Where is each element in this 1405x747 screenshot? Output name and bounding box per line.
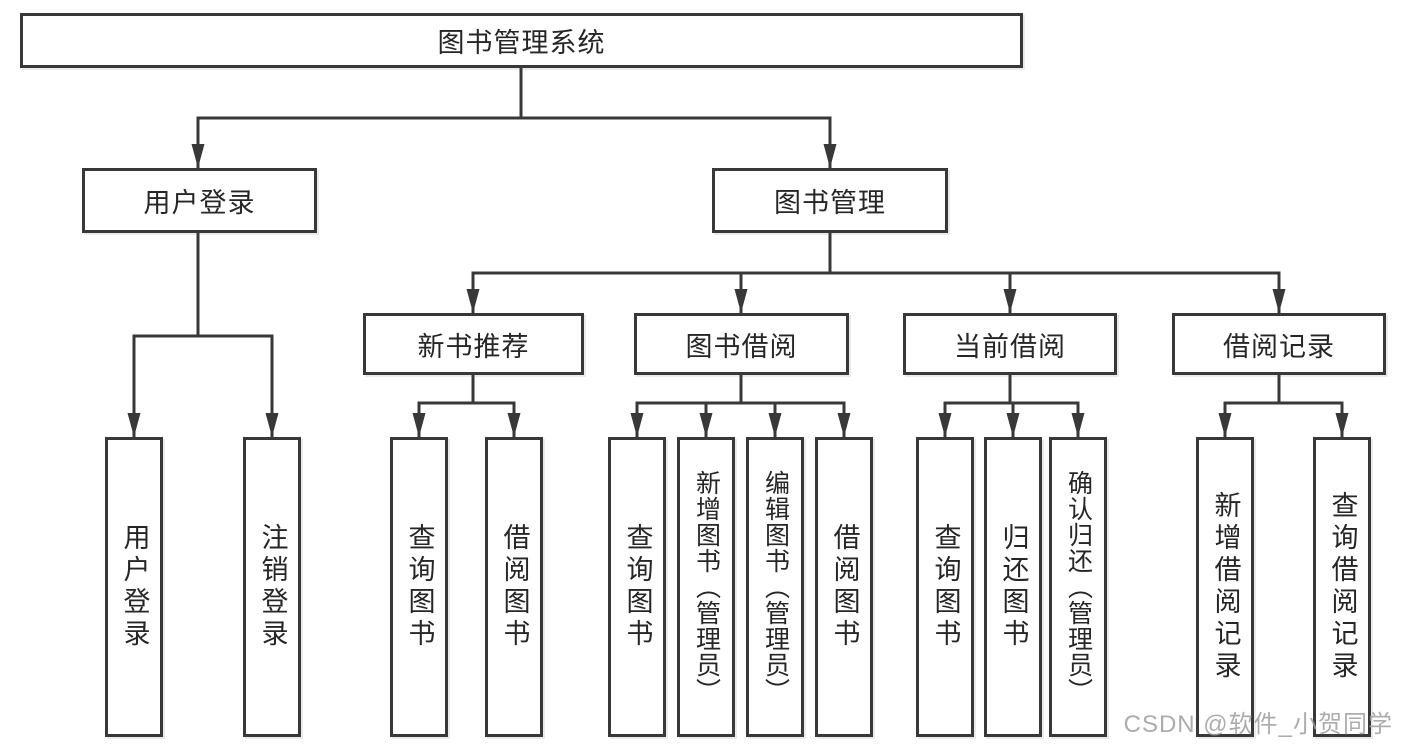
leaf-add-borrow-record: 新增借阅记录 xyxy=(1196,437,1254,737)
node-new-book-recommend: 新书推荐 xyxy=(363,313,584,375)
leaf-borrow-book-1-label: 借阅图书 xyxy=(499,523,530,651)
node-current-borrow-label: 当前借阅 xyxy=(954,331,1066,362)
leaf-query-borrow-record: 查询借阅记录 xyxy=(1313,437,1371,737)
leaf-confirm-return-admin: 确认归还（管理员） xyxy=(1049,437,1107,737)
leaf-confirm-return-admin-label: 确认归还（管理员） xyxy=(1064,470,1093,704)
leaf-query-book-1: 查询图书 xyxy=(390,437,448,737)
leaf-user-login: 用户登录 xyxy=(105,437,163,737)
leaf-add-book-admin: 新增图书（管理员） xyxy=(677,437,735,737)
leaf-query-book-1-label: 查询图书 xyxy=(404,523,435,651)
node-current-borrow: 当前借阅 xyxy=(903,313,1117,375)
node-user-login-label: 用户登录 xyxy=(143,188,256,218)
leaf-edit-book-admin-label: 编辑图书（管理员） xyxy=(761,470,790,704)
leaf-query-book-2-label: 查询图书 xyxy=(622,523,653,651)
leaf-add-book-admin-label: 新增图书（管理员） xyxy=(692,470,721,704)
leaf-edit-book-admin: 编辑图书（管理员） xyxy=(746,437,804,737)
leaf-add-borrow-record-label: 新增借阅记录 xyxy=(1210,491,1241,683)
leaf-query-book-3-label: 查询图书 xyxy=(930,523,961,651)
node-user-login: 用户登录 xyxy=(82,168,317,233)
leaf-query-book-3: 查询图书 xyxy=(916,437,974,737)
leaf-query-book-2: 查询图书 xyxy=(608,437,666,737)
csdn-watermark: CSDN @软件_小贺同学 xyxy=(1123,711,1393,738)
leaf-borrow-book-2-label: 借阅图书 xyxy=(829,523,860,651)
leaf-borrow-book-1: 借阅图书 xyxy=(485,437,543,737)
leaf-return-book: 归还图书 xyxy=(984,437,1042,737)
node-book-management-label: 图书管理 xyxy=(774,188,886,218)
node-book-management: 图书管理 xyxy=(712,168,948,233)
node-borrow-records-label: 借阅记录 xyxy=(1223,331,1335,362)
leaf-user-login-label: 用户登录 xyxy=(119,523,150,651)
node-library-system-label: 图书管理系统 xyxy=(437,28,606,58)
leaf-borrow-book-2: 借阅图书 xyxy=(815,437,873,737)
node-book-borrow-label: 图书借阅 xyxy=(685,331,798,362)
leaf-query-borrow-record-label: 查询借阅记录 xyxy=(1327,491,1358,683)
node-library-system: 图书管理系统 xyxy=(20,13,1023,68)
node-borrow-records: 借阅记录 xyxy=(1172,313,1386,375)
node-new-book-recommend-label: 新书推荐 xyxy=(417,331,530,362)
leaf-return-book-label: 归还图书 xyxy=(998,523,1029,651)
node-book-borrow: 图书借阅 xyxy=(634,313,849,375)
leaf-logout-label: 注销登录 xyxy=(257,523,288,651)
leaf-logout: 注销登录 xyxy=(243,437,301,737)
